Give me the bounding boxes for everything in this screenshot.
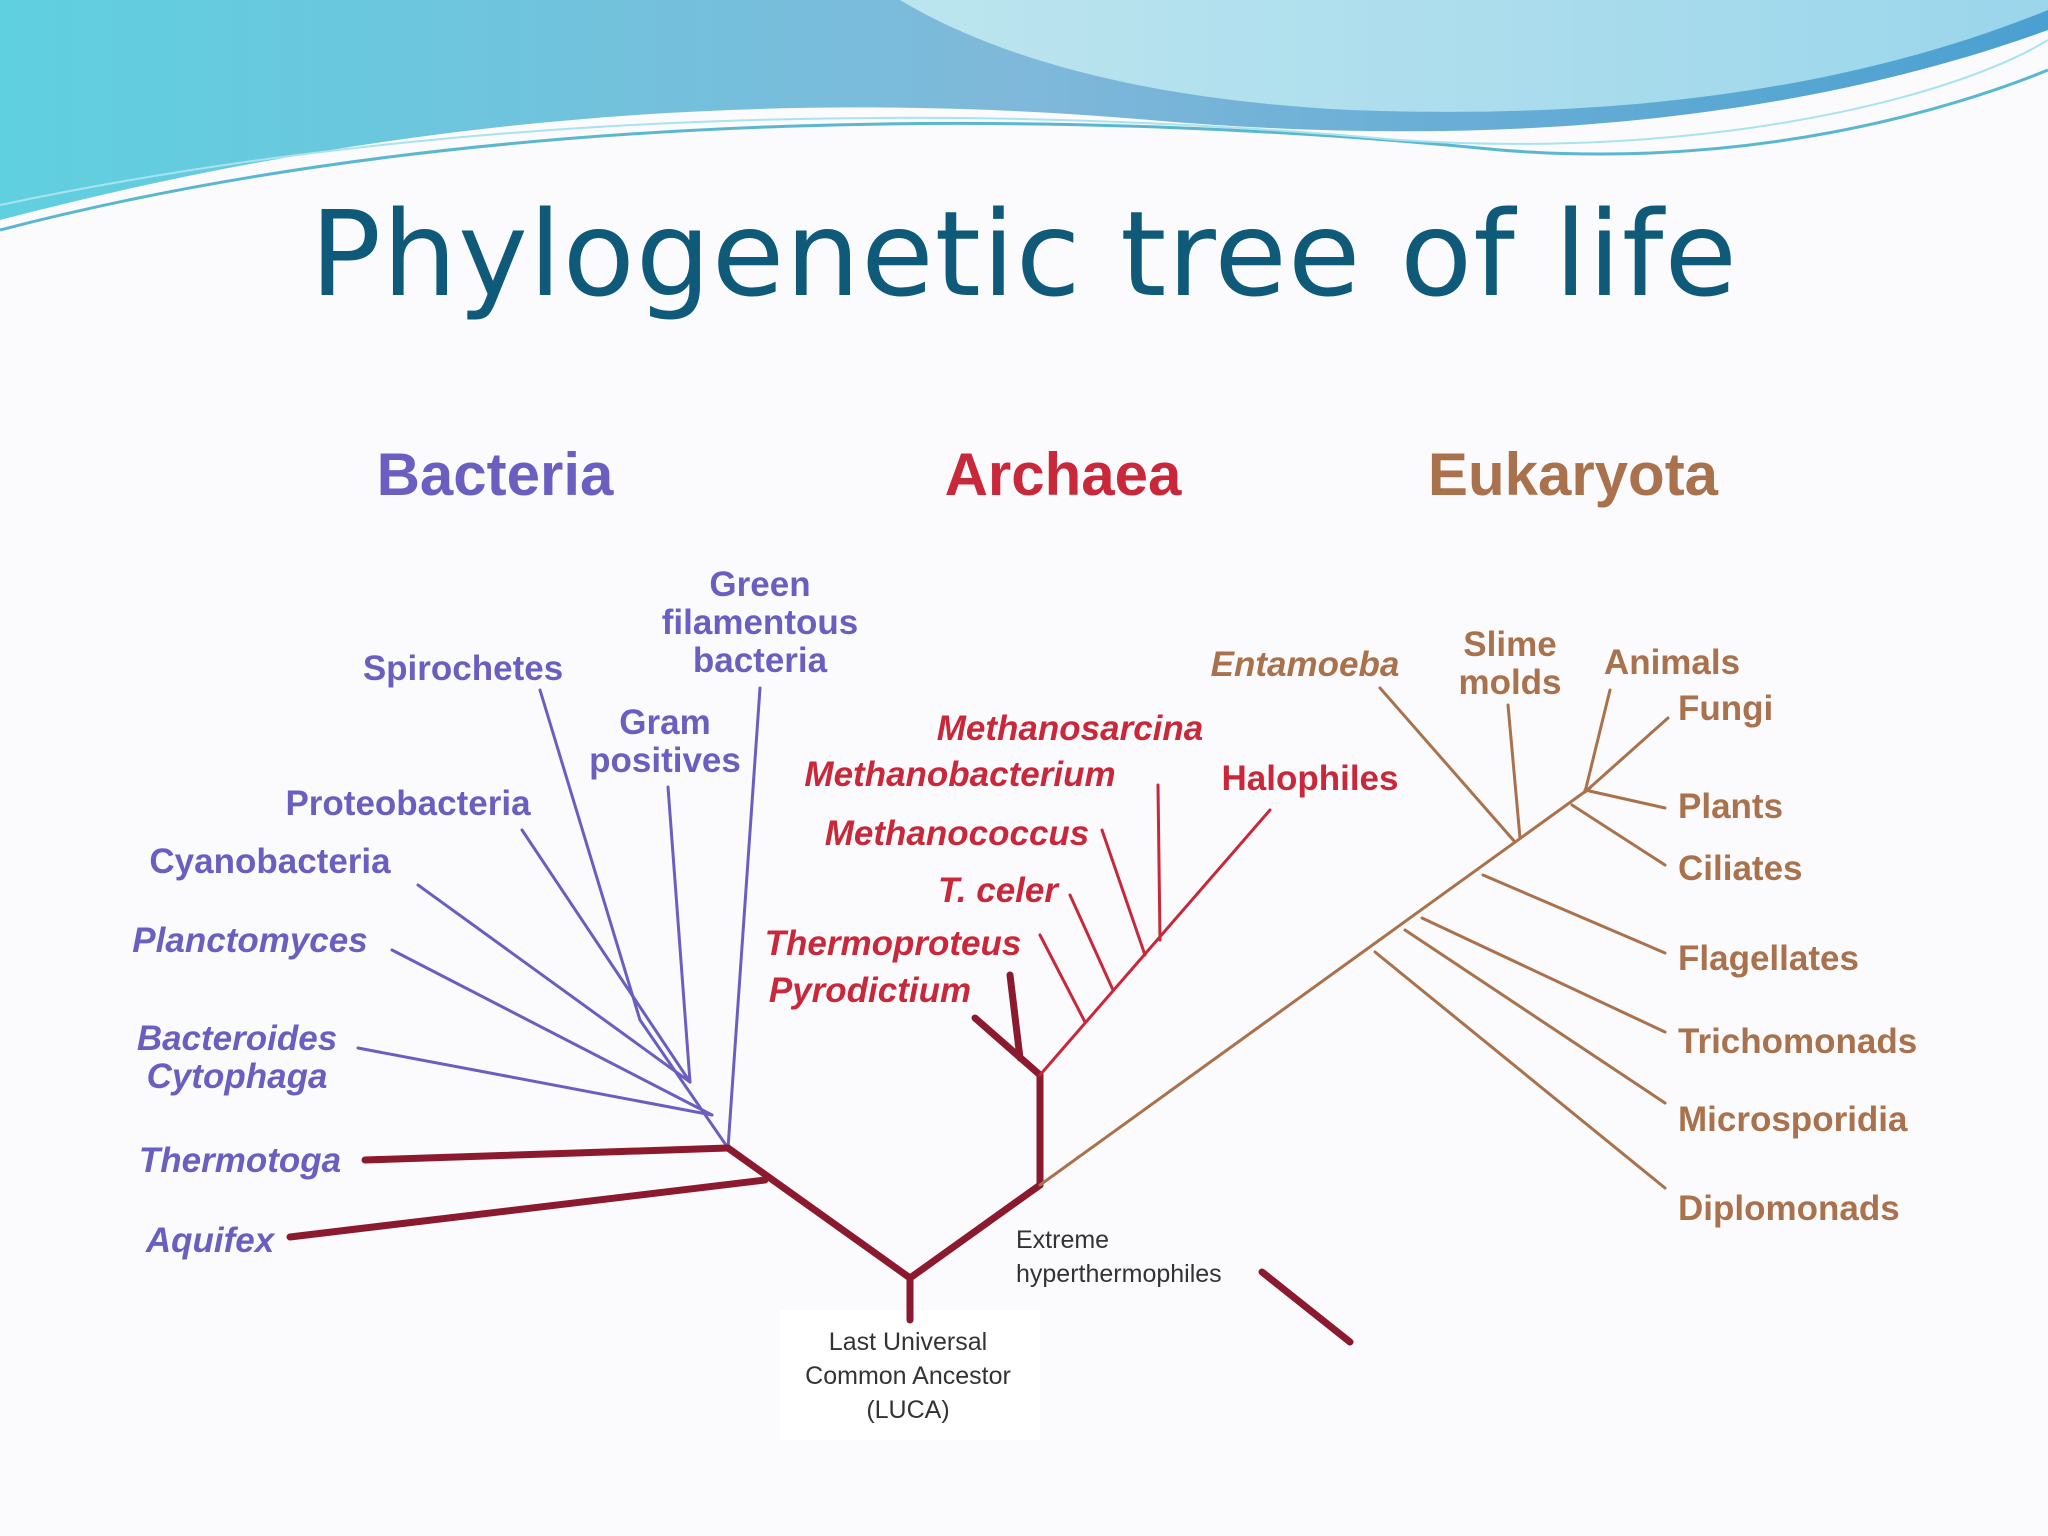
taxon-pyrodictium: Pyrodictium (769, 971, 971, 1010)
taxon-methanosarcina: Methanosarcina (937, 709, 1203, 748)
taxon-cytophaga: Cytophaga (147, 1057, 328, 1096)
diagram-notes: Extreme hyperthermophiles Last Universal… (805, 1226, 1221, 1424)
deep-branches (286, 971, 1354, 1346)
taxon-trichomonads: Trichomonads (1678, 1022, 1917, 1061)
taxon-aquifex: Aquifex (145, 1221, 276, 1260)
taxon-microsporidia: Microsporidia (1678, 1100, 1908, 1139)
taxon-gram-positives-line1: Gram (619, 703, 710, 742)
taxon-t-celer: T. celer (938, 871, 1060, 910)
note-extreme-line2: hyperthermophiles (1016, 1260, 1222, 1288)
taxon-diplomonads: Diplomonads (1678, 1189, 1900, 1228)
taxon-methanobacterium: Methanobacterium (804, 755, 1115, 794)
taxon-thermotoga: Thermotoga (139, 1141, 341, 1180)
eukaryota-branches (1038, 686, 1670, 1190)
taxon-green-filamentous-line2: filamentous (662, 603, 858, 642)
domain-label-bacteria: Bacteria (377, 441, 614, 508)
taxon-green-filamentous-line1: Green (709, 565, 810, 604)
taxon-cyanobacteria: Cyanobacteria (149, 842, 391, 881)
taxon-bacteroides: Bacteroides (137, 1019, 337, 1058)
eukaryota-taxa: Entamoeba Slime molds Animals Fungi Plan… (1211, 625, 1918, 1228)
slide-title: Phylogenetic tree of life (310, 185, 1738, 323)
taxon-ciliates: Ciliates (1678, 849, 1803, 888)
note-luca-line2: Common Ancestor (805, 1362, 1011, 1390)
taxon-proteobacteria: Proteobacteria (285, 784, 531, 823)
taxon-halophiles: Halophiles (1222, 759, 1399, 798)
taxon-plants: Plants (1678, 787, 1783, 826)
taxon-green-filamentous-line3: bacteria (693, 641, 828, 680)
taxon-animals: Animals (1604, 643, 1740, 682)
domain-label-eukaryota: Eukaryota (1428, 441, 1719, 508)
archaea-taxa: Methanosarcina Methanobacterium Halophil… (765, 709, 1399, 1010)
note-extreme-line1: Extreme (1016, 1226, 1109, 1254)
archaea-branches (1038, 783, 1272, 1077)
taxon-fungi: Fungi (1678, 689, 1773, 728)
domain-label-archaea: Archaea (945, 441, 1182, 508)
taxon-planctomyces: Planctomyces (132, 921, 367, 960)
note-luca-line1: Last Universal (829, 1328, 987, 1356)
taxon-spirochetes: Spirochetes (363, 649, 563, 688)
taxon-gram-positives-line2: positives (589, 741, 741, 780)
slide-header-waves (0, 0, 2048, 232)
taxon-entamoeba: Entamoeba (1211, 645, 1400, 684)
bacteria-taxa: Green filamentous bacteria Spirochetes G… (132, 565, 858, 1260)
taxon-slime-molds-line2: molds (1458, 663, 1561, 702)
taxon-methanococcus: Methanococcus (825, 814, 1090, 853)
note-luca-line3: (LUCA) (866, 1396, 949, 1424)
bacteria-branches (356, 686, 762, 1150)
taxon-flagellates: Flagellates (1678, 939, 1859, 978)
taxon-thermoproteus: Thermoproteus (765, 924, 1022, 963)
luca-label-box (780, 1310, 1040, 1440)
taxon-slime-molds-line1: Slime (1463, 625, 1556, 664)
